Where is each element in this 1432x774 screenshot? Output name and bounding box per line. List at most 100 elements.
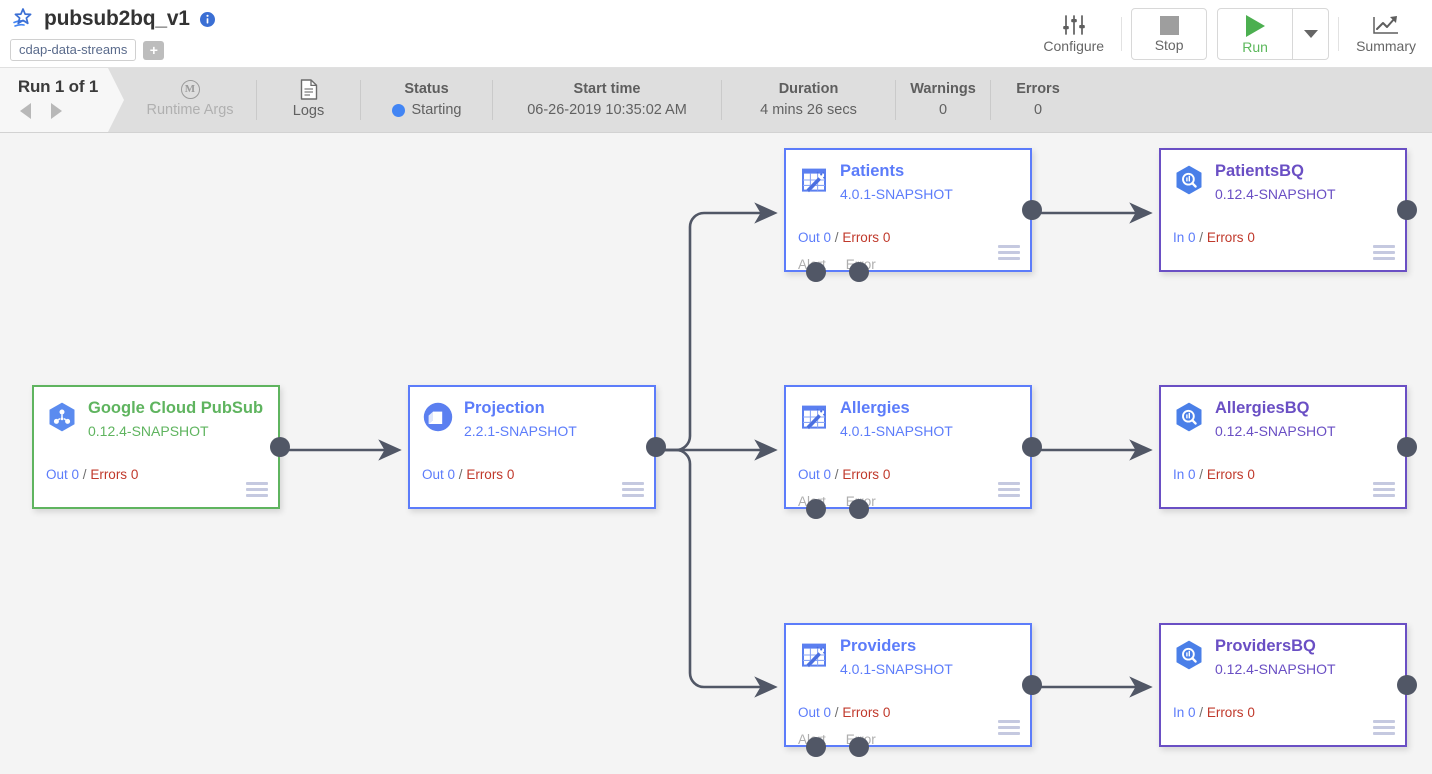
node-output-port-dot[interactable]: [270, 437, 290, 457]
status-divider-2: [360, 80, 361, 120]
status-divider: [256, 80, 257, 120]
logs-label: Logs: [292, 102, 325, 119]
node-version: 0.12.4-SNAPSHOT: [88, 423, 209, 439]
bigquery-icon: [1176, 402, 1202, 432]
status-divider-6: [990, 80, 991, 120]
play-triangle-icon: [1245, 15, 1265, 37]
node-menu-icon[interactable]: [246, 482, 268, 497]
node-menu-icon[interactable]: [998, 720, 1020, 735]
node-menu-icon[interactable]: [1373, 482, 1395, 497]
node-menu-icon[interactable]: [622, 482, 644, 497]
metric-errors-label: Errors: [90, 467, 128, 482]
node-port-dot-error[interactable]: [849, 499, 869, 519]
node-metrics: In 0 / Errors 0: [1173, 467, 1255, 482]
tag-chip[interactable]: cdap-data-streams: [10, 39, 137, 61]
start-time-value: 06-26-2019 10:35:02 AM: [527, 102, 687, 118]
run-button[interactable]: Run: [1218, 9, 1292, 61]
runtime-args-label: Runtime Args: [146, 101, 234, 118]
toolbar-divider: [1121, 16, 1123, 51]
wrangler-icon: [802, 168, 826, 193]
run-options-dropdown[interactable]: [1292, 8, 1328, 59]
node-menu-icon[interactable]: [998, 482, 1020, 497]
node-port-dot-error[interactable]: [849, 262, 869, 282]
status-key: Status: [404, 81, 449, 97]
node-output-port-dot[interactable]: [1022, 437, 1042, 457]
run-nav-controls: [20, 103, 62, 119]
node-name: PatientsBQ: [1215, 162, 1304, 180]
google-cloud-pubsub-icon: [49, 402, 75, 432]
runtime-args-button[interactable]: M Runtime Args: [124, 68, 256, 132]
configure-button[interactable]: Configure: [1035, 8, 1112, 60]
chevron-right-icon[interactable]: [51, 103, 62, 119]
logs-button[interactable]: Logs: [257, 68, 360, 132]
errors-value: 0: [1033, 102, 1043, 118]
node-port-dot-alert[interactable]: [806, 262, 826, 282]
start-time-cell: Start time 06-26-2019 10:35:02 AM: [493, 68, 721, 132]
metric-separator: /: [1195, 230, 1207, 245]
metric-errors-value: 0: [882, 705, 891, 720]
node-version: 0.12.4-SNAPSHOT: [1215, 186, 1336, 202]
metric-in-label: Out: [798, 230, 820, 245]
stop-button[interactable]: Stop: [1131, 7, 1208, 60]
node-output-port-dot[interactable]: [1022, 675, 1042, 695]
node-name: AllergiesBQ: [1215, 399, 1310, 417]
run-selector-tab[interactable]: [0, 68, 124, 132]
node-output-port-dot[interactable]: [1397, 437, 1417, 457]
warnings-key: Warnings: [910, 81, 976, 97]
metric-in-label: In: [1173, 467, 1185, 482]
node-name: ProvidersBQ: [1215, 637, 1316, 655]
stop-square-icon: [1159, 15, 1179, 35]
node-header: PatientsBQ 0.12.4-SNAPSHOT: [1161, 150, 1405, 205]
node-port-dot-alert[interactable]: [806, 499, 826, 519]
node-metrics: Out 0 / Errors 0: [422, 467, 514, 482]
metric-separator: /: [455, 467, 467, 482]
status-divider-5: [895, 80, 896, 120]
metric-errors-label: Errors: [1206, 705, 1244, 720]
wrangler-icon: [802, 405, 826, 430]
summary-label: Summary: [1356, 38, 1416, 54]
node-menu-icon[interactable]: [998, 245, 1020, 260]
top-toolbar: pubsub2bq_v1 cdap-data-streams +: [0, 0, 1432, 68]
errors-key: Errors: [1016, 81, 1060, 97]
metric-errors-value: 0: [130, 467, 139, 482]
node-metrics: Out 0 / Errors 0: [798, 705, 890, 720]
node-output-port-dot[interactable]: [646, 437, 666, 457]
metric-errors-label: Errors: [842, 230, 880, 245]
metric-errors-label: Errors: [842, 467, 880, 482]
node-menu-icon[interactable]: [1373, 720, 1395, 735]
node-port-dot-alert[interactable]: [806, 737, 826, 757]
node-port-dot-error[interactable]: [849, 737, 869, 757]
status-divider-4: [721, 80, 722, 120]
add-tag-button[interactable]: +: [143, 40, 165, 60]
metric-in-value: 0: [447, 467, 456, 482]
node-menu-icon[interactable]: [1373, 245, 1395, 260]
node-output-port-dot[interactable]: [1397, 675, 1417, 695]
node-output-port-dot[interactable]: [1397, 200, 1417, 220]
metric-in-label: Out: [422, 467, 444, 482]
info-icon[interactable]: [199, 11, 215, 27]
summary-button[interactable]: Summary: [1348, 8, 1424, 60]
metric-errors-value: 0: [1247, 705, 1255, 720]
node-output-port-dot[interactable]: [1022, 200, 1042, 220]
metric-in-value: 0: [1188, 467, 1196, 482]
chevron-left-icon[interactable]: [20, 103, 31, 119]
start-time-key: Start time: [573, 81, 641, 97]
configure-label: Configure: [1043, 38, 1105, 54]
node-metrics: In 0 / Errors 0: [1173, 705, 1255, 720]
duration-key: Duration: [778, 81, 839, 97]
